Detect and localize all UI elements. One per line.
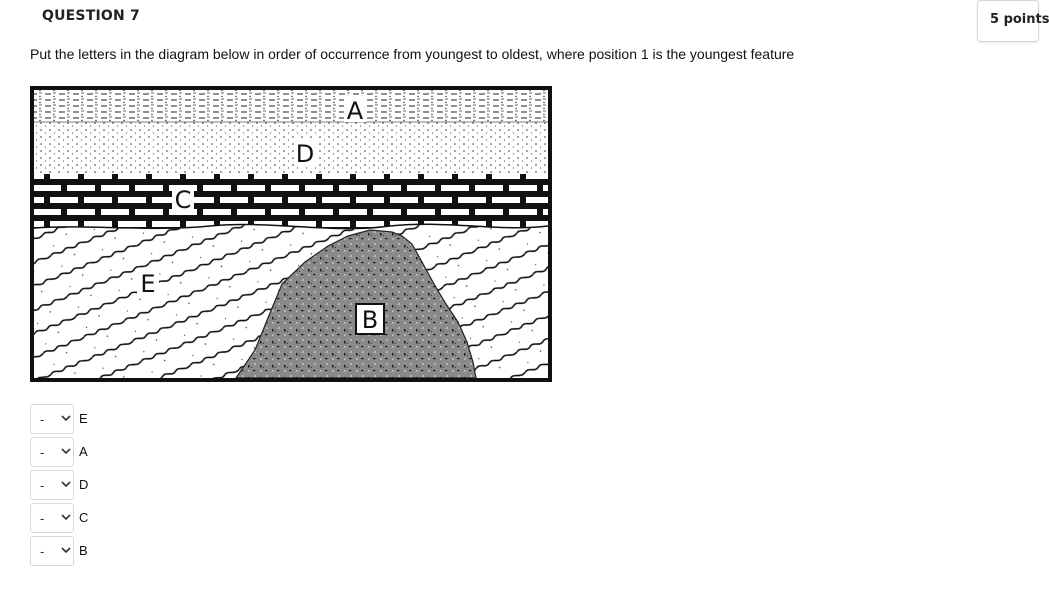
points-text: 5 points — [990, 12, 1049, 27]
answer-row: - E — [30, 404, 230, 437]
select-value: - — [40, 445, 45, 460]
answer-label: A — [79, 444, 88, 459]
svg-text:D: D — [296, 140, 314, 168]
svg-text:C: C — [175, 186, 192, 214]
label-d: D — [294, 139, 316, 168]
label-e: E — [137, 268, 159, 298]
answer-label: B — [79, 543, 88, 558]
chevron-down-icon — [61, 514, 71, 521]
svg-text:A: A — [347, 97, 364, 125]
answer-row: - A — [30, 437, 230, 470]
unconformity-line — [33, 223, 549, 230]
svg-text:B: B — [362, 306, 378, 334]
geology-cross-section-diagram: A D C E B — [30, 86, 552, 382]
question-prompt: Put the letters in the diagram below in … — [30, 46, 795, 62]
select-value: - — [40, 544, 45, 559]
select-value: - — [40, 412, 45, 427]
layer-c — [34, 174, 548, 228]
position-select[interactable]: - — [30, 503, 74, 533]
layer-a — [34, 90, 548, 122]
chevron-down-icon — [61, 448, 71, 455]
position-select[interactable]: - — [30, 470, 74, 500]
answer-label: C — [79, 510, 89, 525]
answer-list: - E - A - D - C — [30, 404, 230, 569]
label-a: A — [344, 96, 366, 125]
layer-d — [34, 122, 548, 174]
points-badge: 5 points — [977, 0, 1049, 42]
select-value: - — [40, 478, 45, 493]
position-select[interactable]: - — [30, 404, 74, 434]
chevron-down-icon — [61, 547, 71, 554]
select-value: - — [40, 511, 45, 526]
position-select[interactable]: - — [30, 437, 74, 467]
chevron-down-icon — [61, 415, 71, 422]
question-title: QUESTION 7 — [42, 8, 140, 24]
question-header: QUESTION 7 5 points — [0, 0, 1049, 44]
answer-label: D — [79, 477, 89, 492]
answer-row: - C — [30, 503, 230, 536]
label-b: B — [355, 303, 385, 335]
answer-row: - D — [30, 470, 230, 503]
svg-text:E: E — [140, 270, 155, 298]
answer-label: E — [79, 411, 88, 426]
chevron-down-icon — [61, 481, 71, 488]
answer-row: - B — [30, 536, 230, 569]
label-c: C — [172, 186, 194, 214]
position-select[interactable]: - — [30, 536, 74, 566]
